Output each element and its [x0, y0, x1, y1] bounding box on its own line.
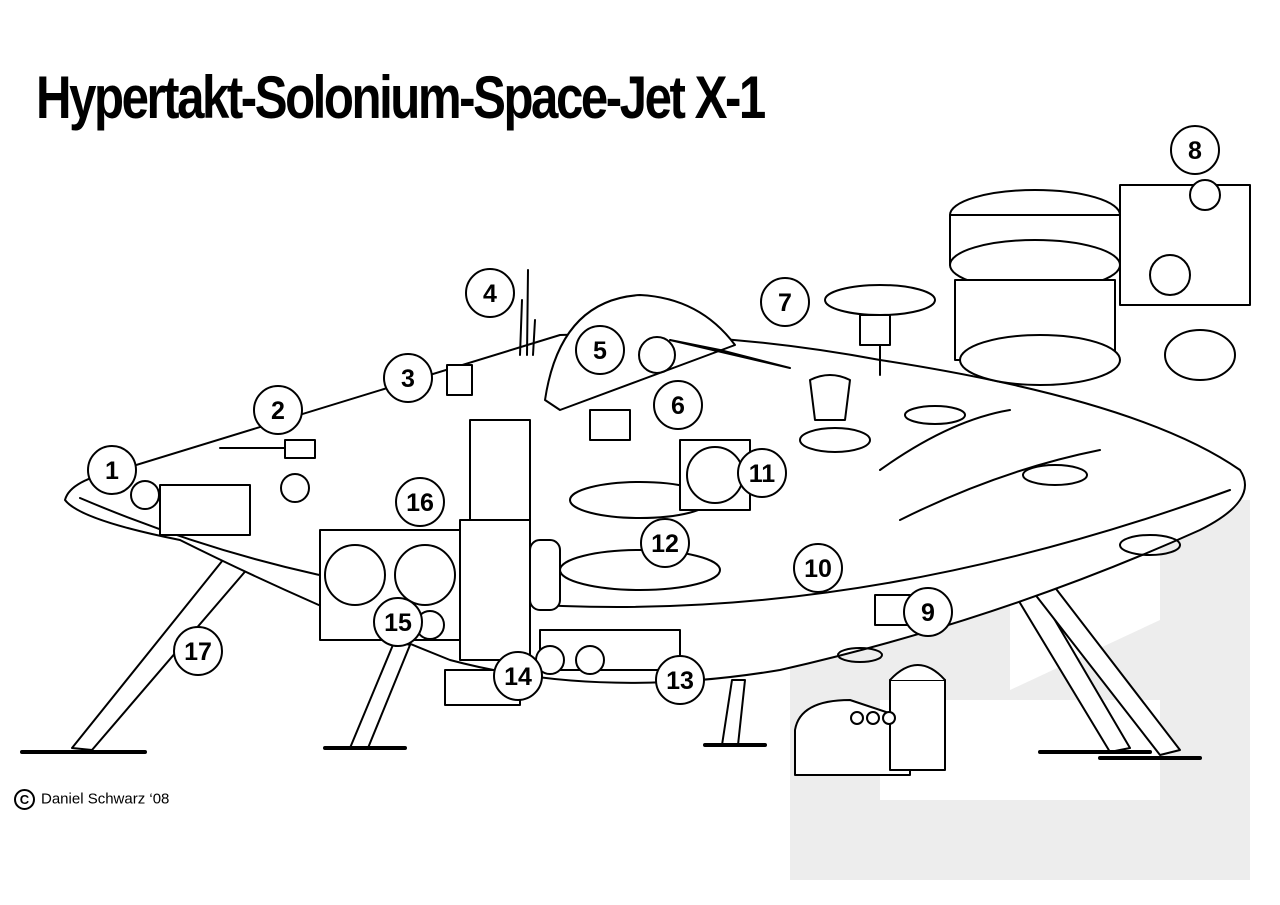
callout-9: 9 — [903, 587, 953, 637]
callout-number: 12 — [651, 530, 679, 558]
copyright-icon: C — [14, 789, 35, 810]
callout-17: 17 — [173, 626, 223, 676]
antennas — [219, 269, 536, 459]
callout-number: 17 — [184, 638, 212, 666]
callout-number: 2 — [271, 397, 285, 425]
callout-10: 10 — [793, 543, 843, 593]
callout-number: 9 — [921, 599, 935, 627]
callout-7: 7 — [760, 277, 810, 327]
callout-1: 1 — [87, 445, 137, 495]
callout-number: 1 — [105, 457, 119, 485]
callout-number: 13 — [666, 667, 694, 695]
watermark-logo — [790, 500, 1250, 880]
callout-3: 3 — [383, 353, 433, 403]
callout-number: 7 — [778, 289, 792, 317]
callout-number: 14 — [504, 663, 532, 691]
callout-number: 11 — [749, 460, 776, 488]
callout-2: 2 — [253, 385, 303, 435]
copyright-credit: C Daniel Schwarz ‘08 — [14, 789, 169, 810]
callout-number: 16 — [406, 489, 434, 517]
callout-number: 8 — [1188, 137, 1202, 165]
callout-number: 4 — [483, 280, 497, 308]
callout-15: 15 — [373, 597, 423, 647]
callout-11: 11 — [737, 448, 787, 498]
cockpit-dome — [544, 294, 791, 411]
callout-12: 12 — [640, 518, 690, 568]
callout-number: 10 — [804, 555, 832, 583]
callout-5: 5 — [575, 325, 625, 375]
credit-text: Daniel Schwarz ‘08 — [41, 790, 170, 808]
exploded-turret — [949, 179, 1251, 386]
sensor-dish — [799, 284, 936, 453]
callout-number: 15 — [384, 609, 412, 637]
callout-number: 6 — [671, 392, 685, 420]
callout-4: 4 — [465, 268, 515, 318]
callout-number: 5 — [593, 337, 607, 365]
callout-13: 13 — [655, 655, 705, 705]
callout-6: 6 — [653, 380, 703, 430]
callout-number: 3 — [401, 365, 415, 393]
callout-14: 14 — [493, 651, 543, 701]
callout-16: 16 — [395, 477, 445, 527]
diagram-title: Hypertakt-Solonium-Space-Jet X-1 — [36, 64, 766, 131]
ground-unit — [794, 664, 946, 776]
callout-8: 8 — [1170, 125, 1220, 175]
